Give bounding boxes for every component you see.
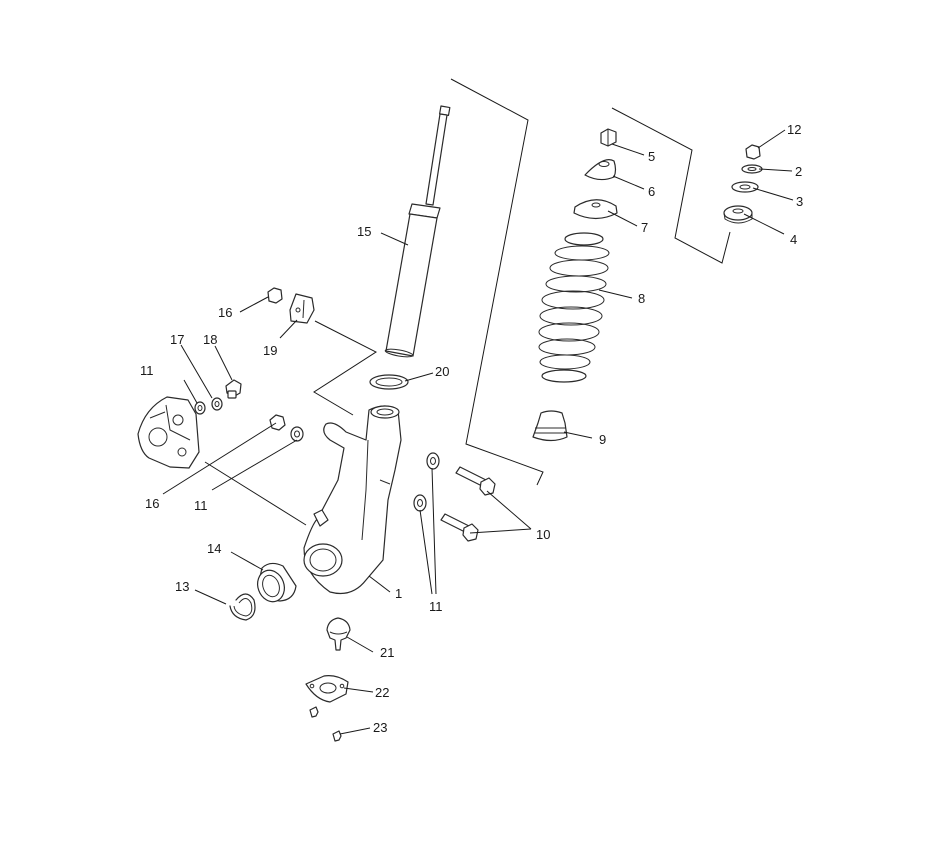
spring-seat-part [573, 199, 618, 220]
cup-washer-part [584, 159, 617, 181]
callout-5: 5 [648, 149, 655, 164]
coil-spring-part [538, 232, 610, 383]
washer-part [413, 494, 427, 512]
callout-labels: 1 2 3 4 5 6 7 8 9 10 11 11 11 12 13 14 1… [140, 122, 803, 735]
top-nut-part [600, 128, 617, 147]
callout-17: 17 [170, 332, 184, 347]
washer-part [290, 426, 304, 442]
callout-4: 4 [790, 232, 797, 247]
washer-part [211, 397, 223, 411]
callout-7: 7 [641, 220, 648, 235]
callout-1: 1 [395, 586, 402, 601]
callout-11-bolts: 11 [429, 599, 443, 614]
washer-part [426, 452, 440, 470]
leader-lines [162, 129, 794, 735]
callout-20: 20 [435, 364, 449, 379]
callout-11-caliper: 11 [140, 363, 154, 378]
nut-part [269, 414, 286, 431]
callout-9: 9 [599, 432, 606, 447]
bump-stop-part [532, 410, 568, 442]
screw-part [309, 706, 319, 718]
circlip-part [229, 593, 256, 621]
callout-18: 18 [203, 332, 217, 347]
callout-22: 22 [375, 685, 389, 700]
rubber-mount-part [723, 205, 753, 224]
callout-11-knuckle: 11 [194, 498, 208, 513]
callout-8: 8 [638, 291, 645, 306]
callout-21: 21 [380, 645, 394, 660]
callout-10: 10 [536, 527, 550, 542]
bolt-part [440, 513, 479, 542]
ball-joint-plate-part [305, 675, 349, 703]
callout-19: 19 [263, 343, 277, 358]
callout-23: 23 [373, 720, 387, 735]
callout-16-middle: 16 [145, 496, 159, 511]
bolt-part [455, 466, 496, 496]
callout-16-top: 16 [218, 305, 232, 320]
wheel-bearing-part [257, 562, 297, 603]
callout-15: 15 [357, 224, 371, 239]
callout-12: 12 [787, 122, 801, 137]
ball-joint-part [326, 617, 351, 651]
brake-caliper-part [137, 396, 200, 469]
steering-knuckle-part [303, 405, 402, 595]
nut-part [267, 287, 283, 304]
o-ring-part [369, 374, 409, 390]
washer-part [194, 401, 206, 415]
shock-absorber-part [384, 105, 451, 358]
callout-13: 13 [175, 579, 189, 594]
screw-part [332, 730, 342, 742]
callout-3: 3 [796, 194, 803, 209]
clip-bracket-part [289, 293, 315, 324]
assembly-bracket-lines [204, 78, 731, 526]
callout-6: 6 [648, 184, 655, 199]
nut-part [745, 144, 761, 160]
callout-14: 14 [207, 541, 221, 556]
callout-2: 2 [795, 164, 802, 179]
washer-part [731, 181, 759, 193]
bolt-part [225, 379, 242, 399]
